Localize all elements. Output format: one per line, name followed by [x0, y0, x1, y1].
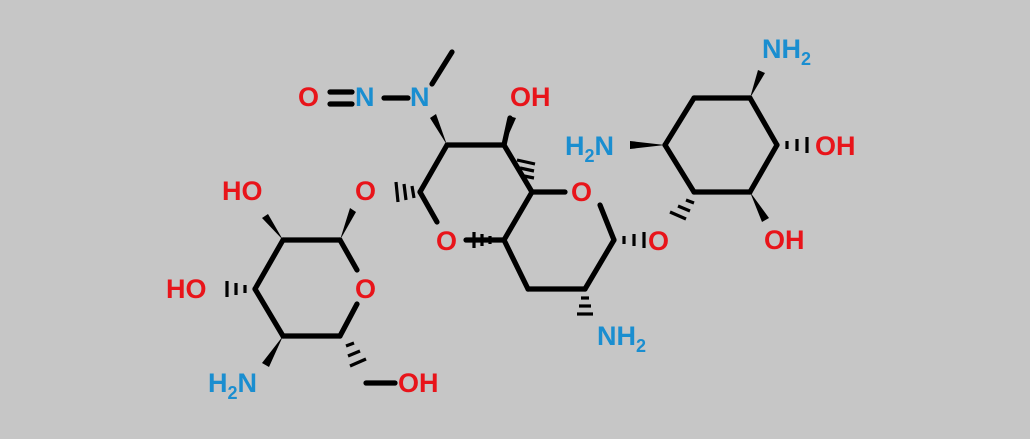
atom-nitroso-n: N: [355, 82, 375, 112]
hashed-bonds: [225, 137, 809, 368]
wedge-oh-upper: [504, 116, 516, 145]
atom-nh2-top: NH2: [762, 34, 811, 69]
bond-r3-c: [747, 95, 780, 148]
bond-lines: [252, 49, 780, 386]
bond-r2-left: [501, 237, 531, 292]
bond-r1-right-up: [501, 142, 535, 195]
wedge-n-methyl: [430, 114, 447, 145]
atom-ring2-o-link: O: [648, 226, 669, 256]
hash-1c: [394, 181, 400, 203]
hash-6b: [677, 204, 691, 213]
atom-ring0-ho-mid: HO: [166, 274, 207, 304]
hash-9a: [345, 341, 355, 348]
atom-ring1-o-ring: O: [436, 226, 457, 256]
wedge-r0-glyco: [340, 208, 356, 240]
atom-ring0-o-ring: O: [355, 274, 376, 304]
bond-r3-d: [747, 142, 780, 195]
bond-r2-o-c: [597, 202, 617, 243]
atom-ring0-ho-top: HO: [222, 176, 263, 206]
atom-ring0-ch2oh: OH: [398, 368, 439, 398]
hash-1b: [402, 183, 408, 201]
hash-9b: [347, 349, 361, 358]
wedge-oh-bottom: [750, 192, 769, 222]
bond-r1-right-down: [501, 189, 535, 243]
bond-r0-left-down: [252, 286, 286, 339]
bond-r0-o-b: [337, 301, 360, 339]
wedge-bonds: [262, 70, 769, 367]
atom-nh2-left: H2N: [565, 131, 614, 166]
hash-6c: [669, 210, 687, 221]
hash-3c: [516, 158, 536, 166]
bond-r2-right: [582, 237, 617, 292]
bond-r0-o-a: [337, 237, 360, 273]
hash-1a: [410, 185, 416, 199]
hash-9c: [349, 357, 367, 368]
atom-n-methyl: N: [410, 82, 430, 112]
atom-oh-right: OH: [815, 131, 856, 161]
wedge-r0-oh: [262, 214, 283, 240]
wedge-r0-nh2: [262, 336, 283, 367]
atom-ring2-oh: OH: [510, 82, 551, 112]
hash-3a: [523, 174, 535, 180]
bond-r3-a: [662, 95, 697, 148]
atom-ring1-o-link: O: [355, 176, 376, 206]
atom-nitroso-o: O: [298, 82, 319, 112]
hash-6a: [685, 198, 695, 205]
bond-r0-left-up: [252, 237, 286, 292]
atom-ring2-nh2: NH2: [597, 321, 646, 356]
hash-3b: [519, 166, 535, 173]
atom-ring0-nh2: H2N: [208, 368, 257, 403]
bond-r3-f: [662, 142, 697, 195]
atom-labels: O N N OH NH2 H2N OH OH O O NH2 O O HO HO…: [166, 34, 856, 403]
bond-r1-left-o: [417, 189, 440, 225]
wedge-nh2-left: [630, 141, 665, 149]
wedge-nh2-top: [750, 70, 765, 98]
bond-n-methyl: [429, 49, 455, 87]
atom-oh-bottom: OH: [764, 225, 805, 255]
bond-r1-left-up: [417, 142, 450, 195]
atom-ring2-o-upper: O: [571, 177, 592, 207]
